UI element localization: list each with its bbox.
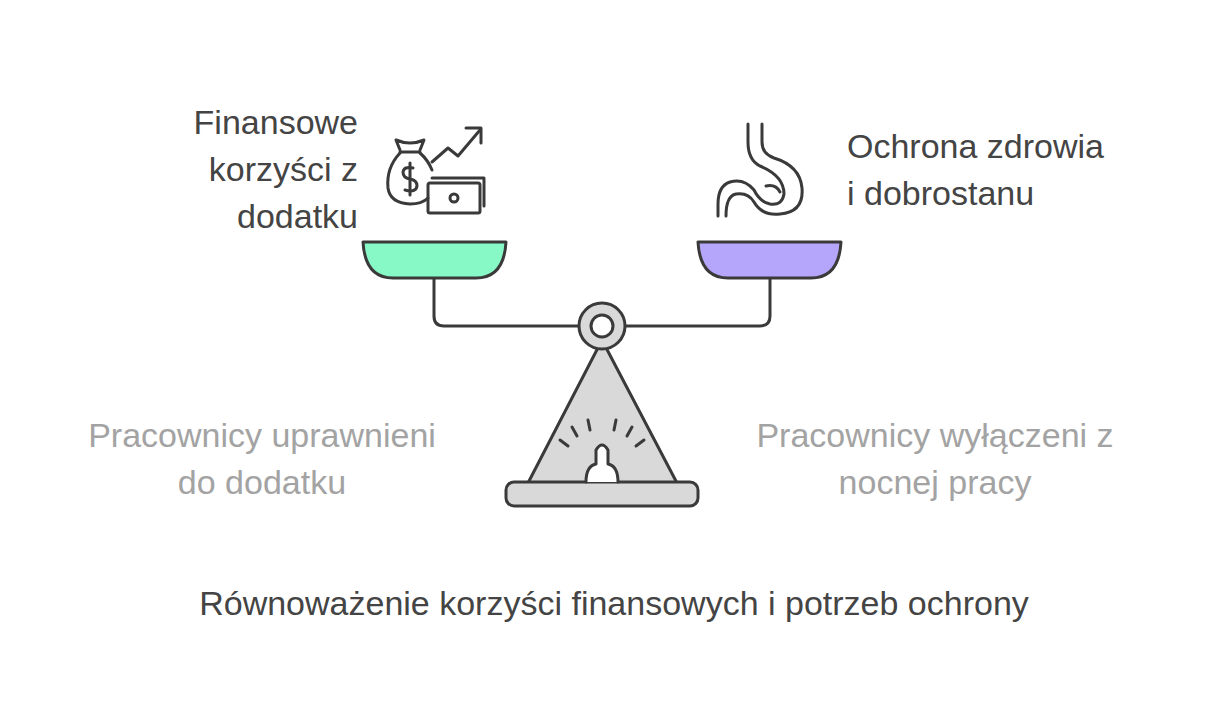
pivot-hole	[591, 315, 613, 337]
caption: Równoważenie korzyści finansowych i potr…	[14, 580, 1214, 627]
right-pan	[698, 242, 841, 278]
gauge-ticks	[560, 420, 644, 446]
scale-stand	[528, 340, 677, 483]
gauge-needle	[586, 445, 618, 482]
left-pan	[363, 242, 506, 278]
left-group-label: Pracownicy uprawnieni do dodatku	[77, 412, 447, 506]
scale-base	[506, 482, 698, 506]
money-icon	[388, 128, 484, 213]
right-group-label: Pracownicy wyłączeni z nocnej pracy	[745, 412, 1125, 506]
scale-pivot	[579, 303, 625, 349]
left-pan-label: Finansowe korzyści z dodatku	[158, 99, 358, 240]
stomach-icon	[718, 124, 802, 216]
right-pan-label: Ochrona zdrowia i dobrostanu	[847, 123, 1112, 217]
